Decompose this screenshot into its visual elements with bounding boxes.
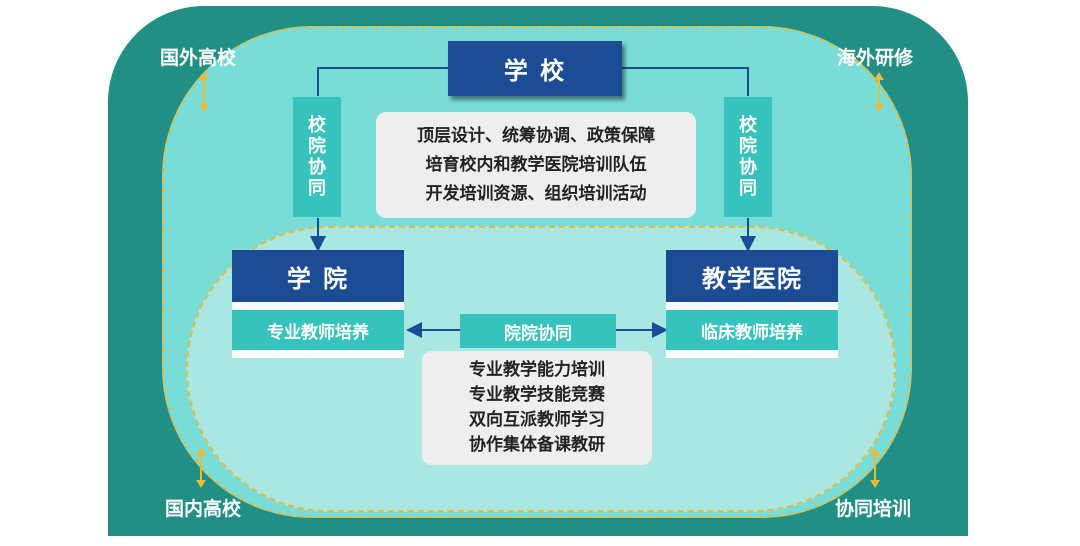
- school-duty-item: 开发培训资源、组织培训活动: [425, 183, 647, 204]
- hospital-box: 教学医院: [666, 250, 838, 302]
- hospital-subtitle-box: 临床教师培养: [666, 302, 838, 358]
- corner-label-bottom-left: 国内高校: [165, 498, 242, 520]
- link-char: 协: [308, 157, 326, 178]
- double-arrow-icon: [199, 72, 209, 112]
- double-arrow-icon: [870, 448, 880, 488]
- hospital-subtitle: 临床教师培养: [666, 310, 838, 350]
- link-char: 同: [308, 178, 326, 199]
- link-char: 院: [308, 136, 326, 157]
- college-subtitle-box: 专业教师培养: [232, 302, 404, 358]
- link-char: 校: [308, 115, 326, 136]
- corner-label-top-right: 海外研修: [837, 47, 914, 69]
- double-arrow-icon: [196, 448, 206, 488]
- link-char: 校: [739, 115, 757, 136]
- corner-label-bottom-right: 协同培训: [835, 498, 912, 520]
- school-duties-box: 顶层设计、统筹协调、政策保障 培育校内和教学医院培训队伍 开发培训资源、组织培训…: [376, 112, 696, 218]
- activity-item: 协作集体备课教研: [469, 435, 605, 455]
- link-char: 院: [739, 136, 757, 157]
- school-hospital-link-label-right: 校 院 协 同: [724, 97, 772, 217]
- activity-item: 专业教学技能竞赛: [469, 385, 605, 405]
- double-arrow-icon: [874, 72, 884, 112]
- link-char: 同: [739, 178, 757, 199]
- college-hospital-link-label: 院院协同: [460, 314, 616, 348]
- college-box: 学 院: [232, 250, 404, 302]
- school-box: 学 校: [448, 41, 622, 96]
- college-subtitle: 专业教师培养: [232, 310, 404, 350]
- collaboration-activities-box: 专业教学能力培训 专业教学技能竞赛 双向互派教师学习 协作集体备课教研: [422, 351, 652, 465]
- link-char: 协: [739, 157, 757, 178]
- corner-label-top-left: 国外高校: [160, 47, 237, 69]
- school-duty-item: 顶层设计、统筹协调、政策保障: [417, 125, 655, 146]
- activity-item: 专业教学能力培训: [469, 360, 605, 380]
- school-college-link-label-left: 校 院 协 同: [293, 97, 341, 217]
- school-duty-item: 培育校内和教学医院培训队伍: [425, 154, 647, 175]
- activity-item: 双向互派教师学习: [469, 410, 605, 430]
